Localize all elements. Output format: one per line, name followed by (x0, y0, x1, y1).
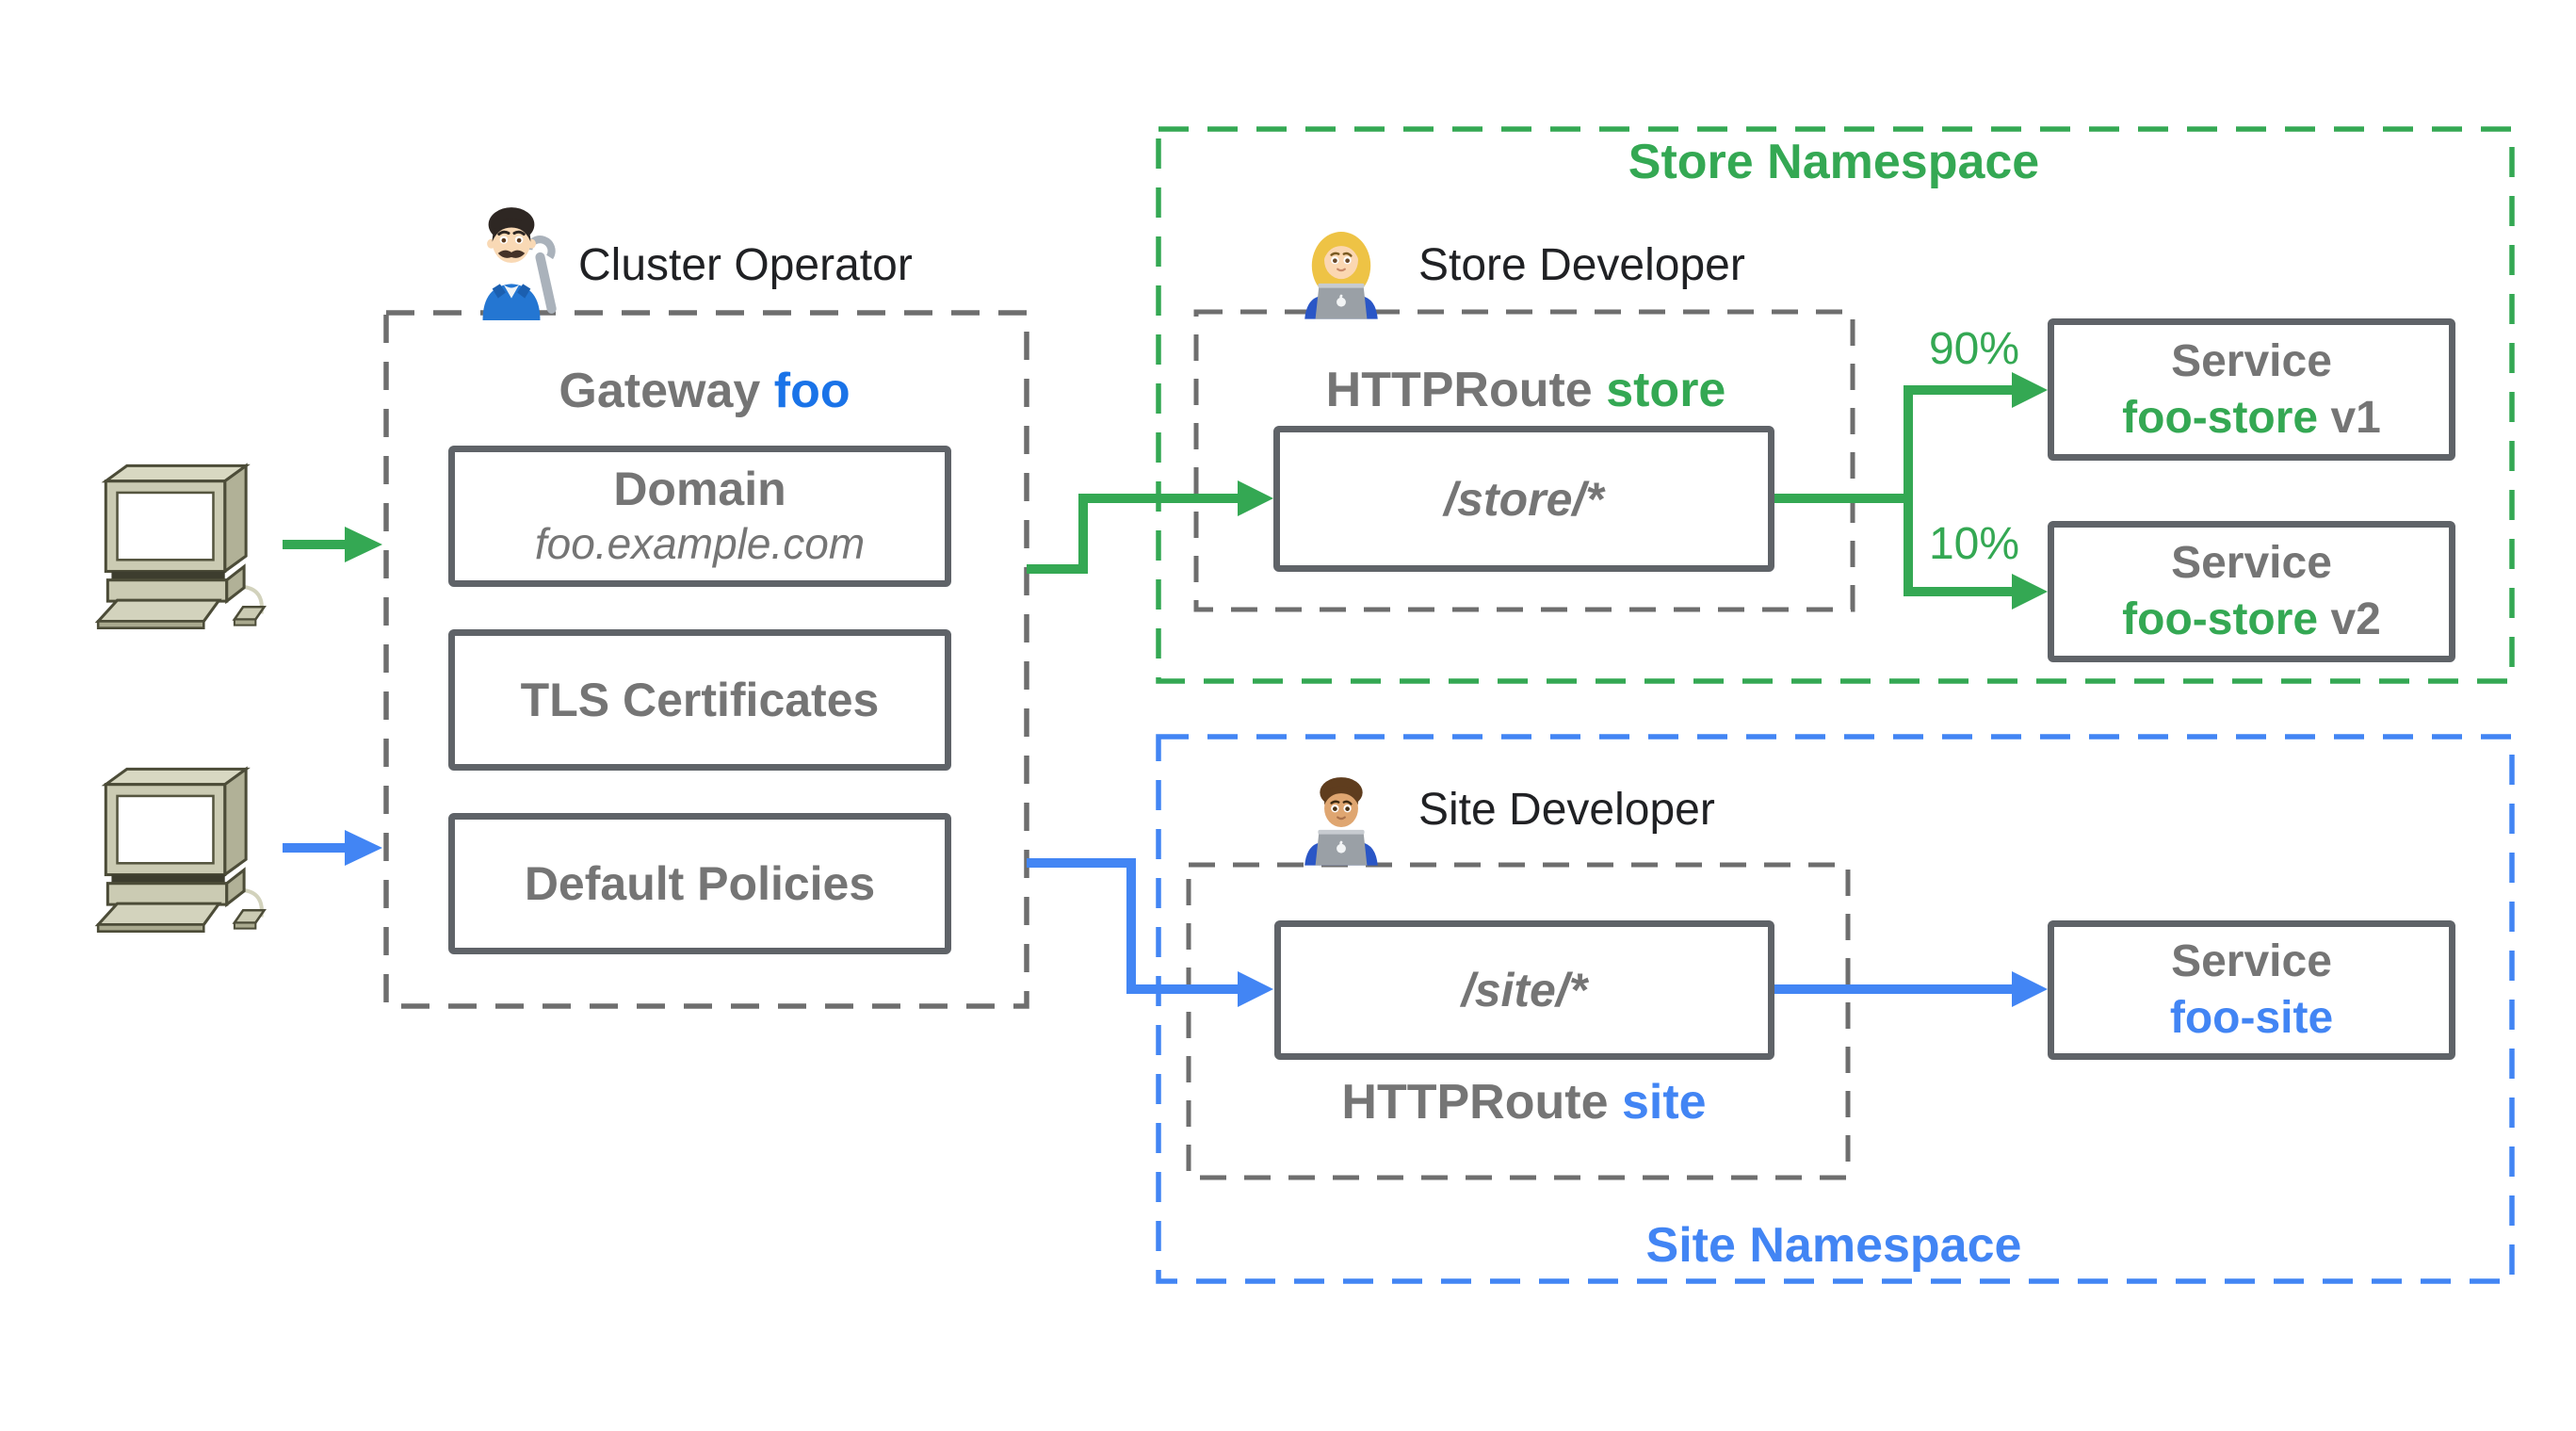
store-route-path-box: /store/* (1273, 426, 1774, 572)
split-weight-10: 10% (1928, 519, 2020, 569)
gateway-title-prefix: Gateway (559, 364, 761, 418)
site-namespace-label: Site Namespace (1645, 1218, 2022, 1273)
service-foo-store-v1-box: Service foo-store v1 (2048, 318, 2455, 461)
store-route-path: /store/* (1444, 472, 1604, 526)
site-namespace-boundary (1156, 734, 2515, 1284)
woman-technologist-icon (1304, 232, 1378, 319)
gateway-title: Gateway foo (559, 366, 850, 415)
httproute-site-name: site (1621, 1075, 1707, 1130)
service-name: foo-store (2122, 392, 2319, 443)
site-developer-avatar (1292, 754, 1390, 869)
service-foo-store-v2-box: Service foo-store v2 (2048, 521, 2455, 662)
domain-box-value: foo.example.com (534, 518, 866, 568)
service-name: foo-store (2122, 594, 2319, 644)
service-name: foo-site (2169, 993, 2334, 1043)
desktop-computer-icon (94, 463, 267, 629)
client2-to-gateway-arrow (283, 830, 382, 866)
default-policies-label: Default Policies (524, 856, 876, 910)
service-version: v1 (2330, 392, 2381, 443)
site-route-path-box: /site/* (1274, 920, 1774, 1060)
service-name-line: foo-store v1 (2122, 390, 2381, 447)
httproute-store-boundary (1193, 309, 1855, 612)
service-label: Service (2171, 538, 2332, 588)
cluster-operator-boundary (383, 310, 1029, 1009)
service-version: v2 (2330, 594, 2381, 644)
store-route-split-arrows (1774, 372, 2048, 610)
tls-certificates-box: TLS Certificates (448, 629, 951, 771)
man-mechanic-icon (482, 207, 557, 320)
store-namespace-label: Store Namespace (1628, 135, 2040, 189)
client-computer-1 (90, 458, 288, 633)
gateway-to-store-route-arrow (1027, 480, 1273, 574)
gateway-to-site-route-arrow (1027, 858, 1273, 1007)
service-name-line: foo-store v2 (2122, 592, 2381, 648)
man-technologist-icon (1304, 777, 1378, 866)
domain-box-title: Domain (613, 462, 786, 515)
domain-box: Domain foo.example.com (448, 446, 951, 587)
client1-to-gateway-arrow (283, 527, 382, 562)
store-developer-avatar (1292, 207, 1390, 322)
split-weight-90: 90% (1928, 324, 2020, 374)
cluster-operator-label: Cluster Operator (578, 240, 913, 290)
httproute-site-title: HTTPRoute site (1341, 1078, 1706, 1127)
httproute-store-prefix: HTTPRoute (1325, 363, 1593, 417)
cluster-operator-avatar (463, 200, 559, 320)
site-route-to-service-arrow (1774, 971, 2048, 1007)
service-foo-site-box: Service foo-site (2048, 920, 2455, 1060)
default-policies-box: Default Policies (448, 813, 951, 954)
store-developer-label: Store Developer (1418, 240, 1745, 290)
service-label: Service (2171, 936, 2332, 986)
client-computer-2 (90, 761, 288, 936)
service-label: Service (2171, 335, 2332, 386)
site-developer-label: Site Developer (1418, 785, 1715, 835)
desktop-computer-icon (94, 766, 267, 933)
httproute-site-prefix: HTTPRoute (1341, 1075, 1609, 1130)
httproute-site-boundary (1186, 862, 1851, 1180)
site-route-path: /site/* (1461, 964, 1588, 1016)
gateway-title-name: foo (773, 364, 851, 418)
httproute-store-title: HTTPRoute store (1326, 366, 1726, 415)
httproute-store-name: store (1606, 363, 1726, 417)
store-namespace-boundary (1156, 126, 2515, 684)
tls-certificates-label: TLS Certificates (520, 673, 880, 726)
